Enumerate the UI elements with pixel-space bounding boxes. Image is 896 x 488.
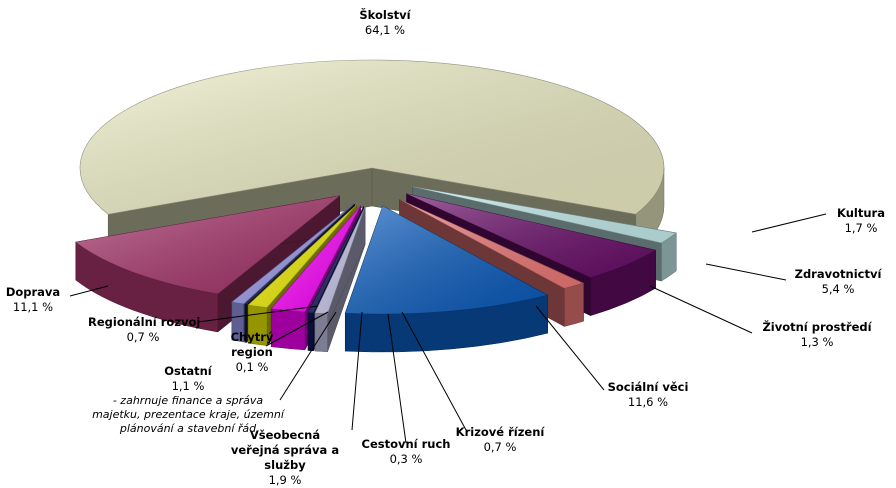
pie-slice-socialni-veci [344, 205, 549, 353]
slice-label-value: 0,7 % [126, 330, 160, 344]
slice-label-note: - zahrnuje finance a správa majetku, pre… [92, 394, 284, 435]
slice-top-shade [314, 206, 366, 314]
slice-top-shade [271, 205, 361, 312]
slice-top-shade [244, 204, 355, 305]
slice-label-value: 64,1 % [364, 23, 406, 37]
slice-label-value: 0,1 % [235, 360, 269, 374]
slice-top-shade [406, 193, 656, 278]
slice-top-shade [345, 206, 548, 315]
leader-line [351, 311, 363, 431]
slice-label-value: 5,4 % [821, 282, 855, 296]
slice-outer-wall [564, 282, 584, 327]
slice-label-name: Školství [359, 8, 411, 22]
slice-label-name: Zdravotnictví [794, 267, 882, 281]
slice-top-shade [412, 186, 677, 244]
leader-line [69, 285, 109, 297]
slice-outer-wall [307, 312, 314, 352]
slice-label-value: 11,6 % [627, 395, 669, 409]
leader-line [265, 311, 329, 347]
slice-label-zivotni-prostredi: Životní prostředí 1,3 % [752, 320, 882, 350]
slice-label-name: Chytrý region [230, 330, 274, 359]
slice-label-name: Sociální věci [607, 380, 689, 394]
slice-top-shade [231, 203, 354, 304]
slice-label-ostatni: Ostatní 1,1 % - zahrnuje finance a správ… [88, 364, 288, 436]
slice-label-zdravotnictvi: Zdravotnictví 5,4 % [786, 267, 890, 297]
leader-line [279, 311, 337, 401]
slice-label-name: Regionální rozvoj [88, 315, 201, 329]
slice-outer-wall [314, 312, 328, 353]
slice-label-value: 11,1 % [12, 300, 54, 314]
leader-line [387, 313, 407, 444]
leader-line [649, 285, 753, 334]
slice-label-value: 1,1 % [171, 379, 205, 393]
slice-top-shade [79, 60, 665, 215]
slice-label-chytry-region: Chytrý region 0,1 % [220, 330, 284, 375]
slice-label-skolstvi: Školství 64,1 % [335, 8, 435, 38]
slice-label-name: Cestovní ruch [361, 437, 451, 451]
slice-label-socialni-veci: Sociální věci 11,6 % [598, 380, 698, 410]
slice-top-shade [308, 206, 364, 313]
slice-label-name: Životní prostředí [762, 320, 872, 334]
leader-line [535, 305, 605, 391]
slice-label-regionalni-rozvoj: Regionální rozvoj 0,7 % [88, 315, 201, 345]
slice-label-value: 1,7 % [844, 221, 878, 235]
slice-label-name: Všeobecná veřejná správa a služby [230, 428, 340, 472]
slice-label-value: 1,9 % [268, 473, 302, 487]
slice-label-kultura: Kultura 1,7 % [826, 206, 896, 236]
slice-top-shade [399, 199, 584, 289]
leader-line [197, 305, 319, 323]
slice-label-krizove-rizeni: Krizové řízení 0,7 % [450, 425, 550, 455]
slice-label-value: 0,7 % [483, 440, 517, 454]
slice-label-name: Kultura [837, 206, 885, 220]
pie-slice-krizove-rizeni [314, 206, 366, 353]
slice-label-name: Doprava [5, 285, 61, 299]
slice-label-vseobecna-sprava: Všeobecná veřejná správa a služby 1,9 % [225, 428, 345, 488]
slice-top-shade [75, 195, 340, 294]
slice-label-name: Ostatní [164, 364, 212, 378]
leader-line [751, 213, 827, 233]
slice-label-value: 0,3 % [389, 452, 423, 466]
slice-label-doprava: Doprava 11,1 % [0, 285, 66, 315]
leader-line [401, 311, 467, 431]
leader-line [705, 263, 787, 281]
slice-label-name: Krizové řízení [455, 425, 545, 439]
slice-label-cestovni-ruch: Cestovní ruch 0,3 % [356, 437, 456, 467]
slice-top-shade [248, 204, 357, 308]
slice-label-value: 1,3 % [800, 335, 834, 349]
